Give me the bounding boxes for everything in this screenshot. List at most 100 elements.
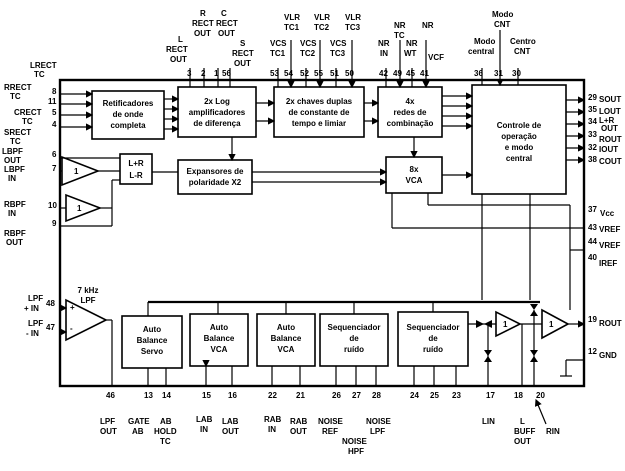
pin-1-num: 1 (214, 69, 219, 78)
pin-3-num: 3 (187, 69, 192, 78)
pin-10-num: 10 (48, 201, 57, 210)
bot-lab-in-label-2: IN (200, 425, 208, 434)
lr-matrix-block: L+R L-R (119, 153, 153, 185)
pin-9-num: 9 (52, 219, 57, 228)
bot-noise-lpf-label-2: LPF (370, 427, 385, 436)
pin-srect-label: SRECT (4, 128, 31, 137)
bot-noise-lpf-label: NOISE (366, 417, 392, 426)
bot-lpf-out-label: LPF (100, 417, 115, 426)
bot-ab-hold-label: AB (160, 417, 172, 426)
pin-37-num: 37 (588, 205, 597, 214)
pin-vcc-label: Vcc (600, 209, 615, 218)
expanders-block: Expansores de polaridade X2 (177, 159, 253, 195)
top-modo-cnt-label: Modo (492, 10, 513, 19)
pin-47-num: 47 (46, 323, 55, 332)
top-l-label-2: RECT (166, 45, 188, 54)
pin-lrect-label-2: TC (34, 70, 45, 79)
top-nr-vcf-label-2: VCF (428, 53, 444, 62)
top-nr-wt-label-2: WT (404, 49, 417, 58)
pin-12-num: 12 (588, 347, 597, 356)
pin-gnd-label: GND (599, 351, 617, 360)
lr-matrix-text-2: L-R (129, 171, 143, 180)
top-vlr1-label: VLR (284, 13, 300, 22)
bot-noise-ref-label-2: REF (322, 427, 338, 436)
lpf-label-1: 7 kHz (78, 286, 99, 295)
pin-iout-label: IOUT (599, 145, 618, 154)
top-r-label-2: RECT (192, 19, 214, 28)
pin-vref1-label: VREF (599, 225, 620, 234)
pin-rbpf-out-label-2: OUT (6, 238, 23, 247)
pin-21-num: 21 (296, 391, 305, 400)
wires (60, 30, 586, 425)
bot-lbuff-label: L (520, 417, 525, 426)
pin-33-num: 33 (588, 130, 597, 139)
auto-servo-text-1: Auto (143, 325, 161, 334)
log-amps-block: 2x Log amplificadores de diferença (177, 86, 257, 138)
pin-rbpf-in-label-2: IN (8, 209, 16, 218)
pin-16-num: 16 (228, 391, 237, 400)
noise-sequencer2-block: Sequenciador de ruído (397, 311, 469, 367)
pin-54-num: 54 (284, 69, 293, 78)
svg-text:-: - (70, 324, 73, 333)
pin-49-num: 49 (393, 69, 402, 78)
pin-2-num: 2 (201, 69, 206, 78)
combination-text-2: redes de (394, 108, 427, 117)
bot-lab-out-label: LAB (222, 417, 239, 426)
pin-31-num: 31 (494, 69, 503, 78)
top-vlr1-label-2: TC1 (284, 23, 300, 32)
seq2-text-1: Sequenciador (407, 323, 460, 332)
pin-rout-label: ROUT (599, 135, 622, 144)
top-l-label: L (178, 35, 183, 44)
pin-34-num: 34 (588, 117, 597, 126)
pin-lbpf-out-label: LBPF (2, 147, 23, 156)
seq2-text-2: de (428, 334, 438, 343)
rbpf-buffer-label: 1 (77, 204, 82, 213)
top-c-label: C (221, 9, 227, 18)
ic-outline (58, 78, 586, 388)
bot-ab-hold-label-3: TC (160, 437, 171, 446)
top-r-label-3: OUT (194, 29, 211, 38)
control-text-4: central (506, 154, 532, 163)
pin-26-num: 26 (332, 391, 341, 400)
bot-noise-hpf-label-2: HPF (348, 447, 364, 456)
top-c-label-3: OUT (218, 29, 235, 38)
top-s-label-3: OUT (234, 59, 251, 68)
top-modo-cnt-label-2: CNT (494, 20, 511, 29)
vca8-text-1: 8x (410, 165, 419, 174)
pin-crect-label-2: TC (22, 117, 33, 126)
top-nr-tc-label: NR (394, 21, 406, 30)
seq1-text-3: ruído (344, 345, 364, 354)
pin-44-num: 44 (588, 237, 597, 246)
pin-27-num: 27 (352, 391, 361, 400)
auto-balance-vca2-block: Auto Balance VCA (256, 313, 316, 367)
bot-lbuff-label-2: BUFF (514, 427, 535, 436)
pin-lbpf-in-label: LBPF (4, 165, 25, 174)
pin-lpf-in-n-label-2: - IN (26, 329, 39, 338)
pin-43-num: 43 (588, 223, 597, 232)
control-text-2: operação (501, 132, 537, 141)
pin-6-num: 6 (52, 150, 57, 159)
pin-lbpf-out-label-2: OUT (4, 156, 21, 165)
pin-lout-label: LOUT (599, 107, 621, 116)
right-pin-labels: 29 SOUT 35 LOUT 34 L+R OUT 33 ROUT 32 IO… (588, 93, 622, 360)
top-modo-central-label-2: central (468, 47, 494, 56)
top-centro-cnt-label: Centro (510, 37, 536, 46)
auto-vca1-text-1: Auto (210, 323, 228, 332)
left-pin-labels: LRECT TC 8 RRECT TC 11 CRECT TC 5 SRECT … (2, 61, 57, 338)
combination-text-1: 4x (406, 97, 415, 106)
pin-51-num: 51 (330, 69, 339, 78)
lr-matrix-text-1: L+R (128, 159, 144, 168)
pin-crect-label: CRECT (14, 108, 42, 117)
lpf-amplifier: + - 7 kHz LPF (65, 286, 108, 342)
pin-52-num: 52 (300, 69, 309, 78)
pin-7-num: 7 (52, 164, 57, 173)
rout-buffer: 1 (541, 308, 570, 340)
expanders-text-2: polaridade X2 (189, 178, 242, 187)
top-vlr2-label: VLR (314, 13, 330, 22)
auto-servo-text-3: Servo (141, 347, 163, 356)
pin-35-num: 35 (588, 105, 597, 114)
bot-lab-in-label: LAB (196, 415, 213, 424)
top-nr-in-label: NR (378, 39, 390, 48)
bot-noise-ref-label: NOISE (318, 417, 344, 426)
rout-buffer-label: 1 (549, 320, 554, 329)
